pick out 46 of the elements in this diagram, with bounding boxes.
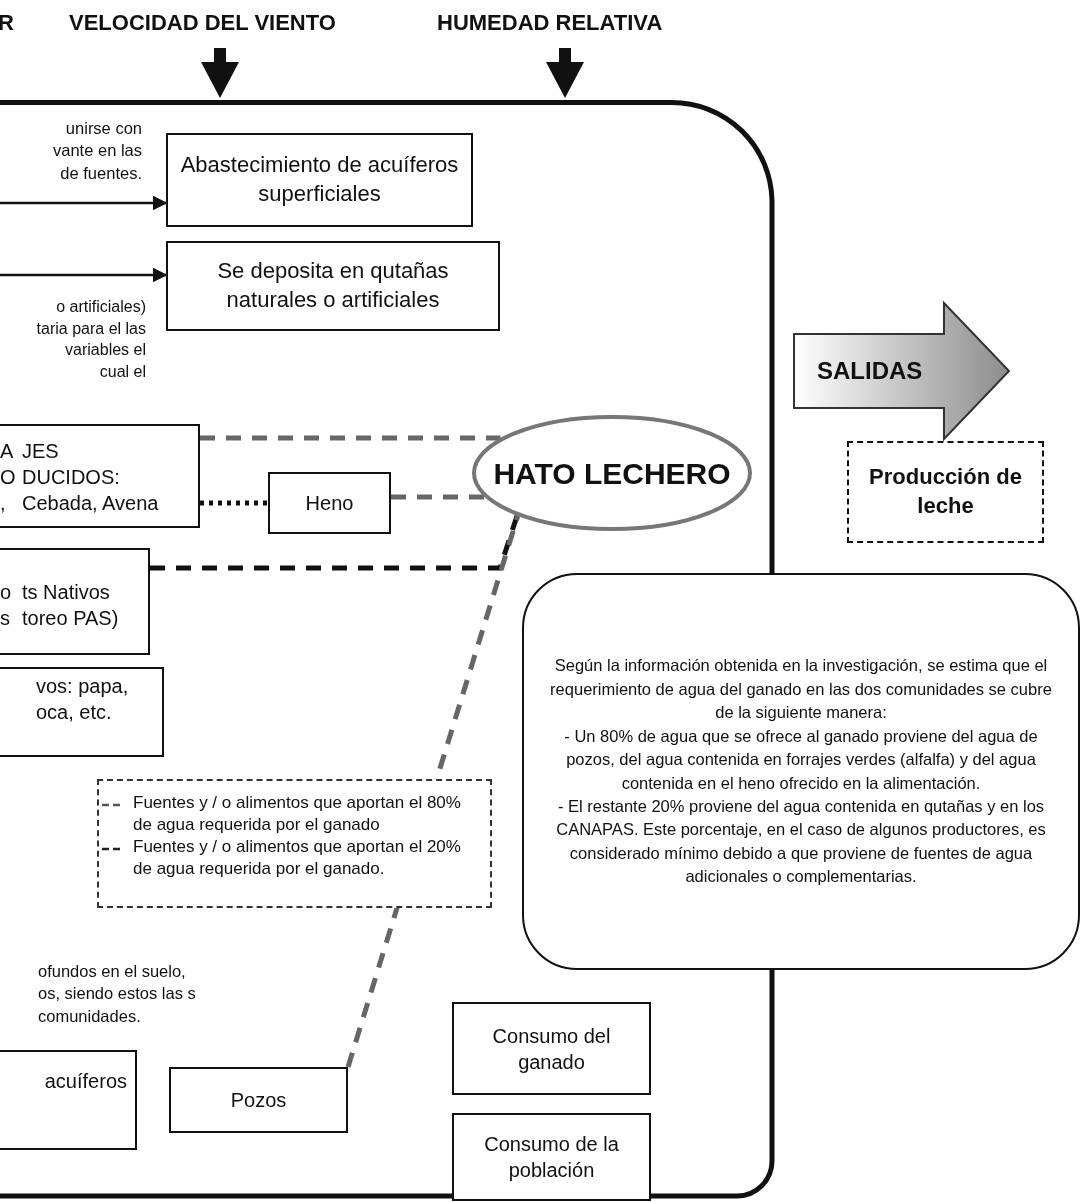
process-box bbox=[0, 1050, 137, 1150]
heading-label: VELOCIDAD DEL VIENTO bbox=[69, 9, 336, 37]
node-label: Producción de leche bbox=[868, 463, 1023, 520]
legend-text: Fuentes y / o alimentos que aportan el 20% de agua requerida por el ganado. bbox=[133, 836, 462, 881]
note-text: Según la información obtenida en la investigación, se estima que el requerimiento de agua del ganado en las dos comunidades se cubre de la siguiente manera: bbox=[549, 655, 1053, 724]
node-label: vos: papa, oca, etc. bbox=[36, 674, 130, 725]
node-label: acuíferos bbox=[44, 1069, 127, 1094]
node-label: Pozos bbox=[230, 1088, 287, 1113]
node-label: HATO LECHERO bbox=[493, 455, 731, 492]
process-box bbox=[166, 133, 473, 227]
note-box bbox=[522, 573, 1080, 970]
cut-text-fragment: o s bbox=[0, 579, 13, 631]
node-label: JES DUCIDOS: Cebada, Avena bbox=[22, 439, 160, 516]
connector-line bbox=[200, 435, 501, 441]
text-fragment: ofundos en el suelo, os, siendo estos las s comunidades. bbox=[38, 961, 197, 1027]
node-label: Abastecimiento de acuíferos superficiales bbox=[179, 151, 460, 208]
process-box bbox=[0, 548, 150, 655]
connector-line bbox=[150, 514, 520, 571]
connector-line bbox=[200, 500, 268, 506]
node-label: ts Nativos toreo PAS) bbox=[22, 579, 120, 631]
cut-text-fragment: A O , bbox=[0, 439, 17, 516]
process-box bbox=[0, 424, 200, 528]
text-fragment: unirse con vante en las de fuentes. bbox=[52, 118, 142, 184]
node-label: Se deposita en qutañas naturales o artificiales bbox=[216, 257, 450, 314]
process-box bbox=[166, 241, 500, 331]
dashed-box bbox=[847, 441, 1044, 543]
legend-text: Fuentes y / o alimentos que aportan el 80% de agua requerida por el ganado bbox=[133, 792, 462, 837]
heading-label: HUMEDAD RELATIVA bbox=[437, 9, 663, 37]
process-box bbox=[0, 667, 164, 757]
node-label: SALIDAS bbox=[817, 356, 923, 387]
process-box bbox=[169, 1067, 348, 1133]
arrow bbox=[0, 195, 168, 211]
block-arrow bbox=[793, 302, 1010, 440]
node-label: Consumo del ganado bbox=[491, 1023, 612, 1075]
node-label: Heno bbox=[305, 491, 354, 516]
process-box bbox=[452, 1002, 651, 1095]
text-fragment: o artificiales) taria para el las variables el cual el bbox=[36, 297, 146, 382]
arrow bbox=[0, 267, 168, 283]
node-label: Consumo de la población bbox=[483, 1132, 620, 1183]
heading-label: R bbox=[0, 9, 14, 37]
note-text: - Un 80% de agua que se ofrece al ganado proviene del agua de pozos, del agua contenida en forrajes verdes (alfalfa) y del agua contenida en el heno ofrecido en la alimentación. bbox=[563, 725, 1039, 794]
ellipse-node bbox=[472, 415, 752, 531]
process-box bbox=[452, 1113, 651, 1201]
connector-line bbox=[391, 494, 485, 500]
process-box bbox=[268, 472, 391, 534]
note-text: - El restante 20% proviene del agua contenida en qutañas y en los CANAPAS. Este porcentaje, en el caso de algunos productores, es considerado mínimo debido a que proviene de fuentes de agua adicionales o complementarias. bbox=[555, 795, 1047, 888]
